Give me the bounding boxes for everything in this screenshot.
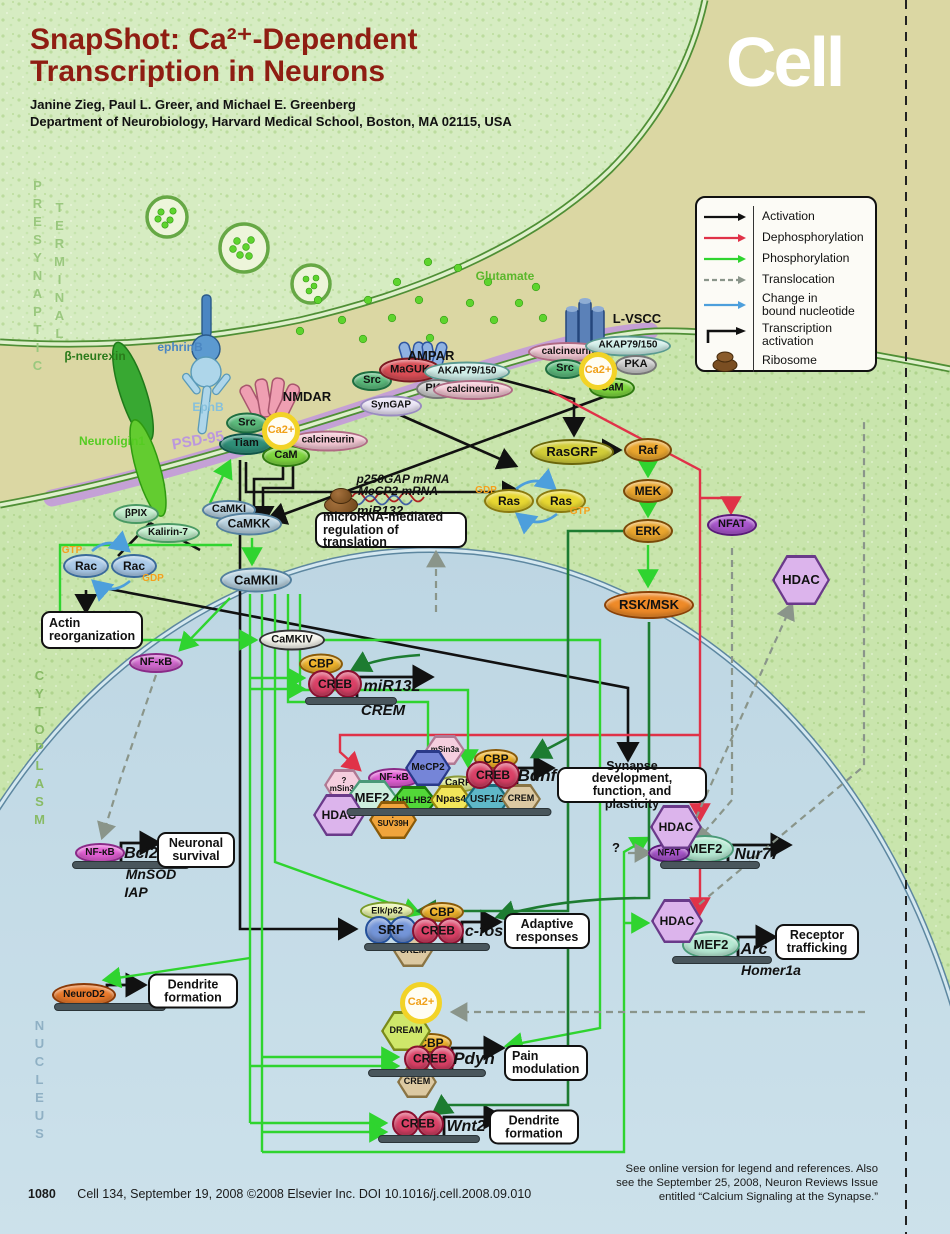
legend-label: Ribosome — [753, 350, 817, 372]
synaptic-vesicles — [145, 195, 332, 305]
transcription-arrows — [105, 664, 793, 1140]
nucleotide-arrow-icon — [697, 299, 753, 311]
footer-note: See online version for legend and refere… — [616, 1163, 878, 1204]
dephosphorylation-arrows — [338, 388, 742, 917]
phosphorylation-arrow-icon — [697, 253, 753, 265]
presynaptic-membrane-inner — [0, 0, 707, 346]
dephosphorylation-arrow-icon — [697, 232, 753, 244]
transcription-arrow-icon — [697, 325, 753, 345]
legend-label: Translocation — [753, 269, 835, 290]
citation-text: Cell 134, September 19, 2008 ©2008 Elsev… — [77, 1187, 532, 1201]
activation-arrows — [74, 375, 640, 941]
legend-row-translocation: Translocation — [697, 269, 875, 290]
legend-row-ribosome: Ribosome — [697, 350, 875, 372]
compartment-label-terminal: TERMINAL — [52, 200, 67, 344]
legend-label: Change in bound nucleotide — [753, 290, 855, 320]
compartment-label-cytoplasm: CYTOPLASM — [32, 668, 47, 830]
nucleotide-change-arrows — [91, 468, 558, 602]
activation-arrow-icon — [697, 211, 753, 223]
translocation-arrow-icon — [697, 274, 753, 286]
legend-label: Dephosphorylation — [753, 227, 864, 248]
page-number: 1080 — [28, 1187, 56, 1201]
legend-box: Activation Dephosphorylation Phosphoryla… — [695, 196, 877, 372]
phosphorylation-arrows — [58, 458, 659, 1154]
journal-logo: Cell — [726, 23, 845, 101]
mrna-squiggle — [351, 491, 425, 506]
compartment-label-presynaptic: PRESYNAPTIC — [30, 178, 45, 376]
affiliation: Department of Neurobiology, Harvard Medi… — [30, 114, 512, 130]
legend-label: Activation — [753, 206, 815, 227]
legend-row-dephosphorylation: Dephosphorylation — [697, 227, 875, 248]
page-title: SnapShot: Ca²⁺-Dependent Transcription i… — [30, 23, 418, 89]
legend-row-activation: Activation — [697, 206, 875, 227]
title-block: SnapShot: Ca²⁺-Dependent Transcription i… — [30, 23, 512, 130]
nmdar-receptor — [239, 377, 301, 422]
legend-row-nucleotide: Change in bound nucleotide — [697, 290, 875, 320]
ephrinb-ephb-receptors — [182, 294, 231, 435]
authors: Janine Zieg, Paul L. Greer, and Michael … — [30, 97, 356, 113]
legend-row-transcription: Transcription activation — [697, 320, 875, 350]
presynaptic-terminal-region — [0, 0, 705, 345]
ribosome-icon — [697, 350, 753, 372]
legend-label: Phosphorylation — [753, 248, 849, 269]
legend-label: Transcription activation — [753, 320, 832, 350]
glutamate-dots — [295, 257, 548, 344]
legend-row-phosphorylation: Phosphorylation — [697, 248, 875, 269]
footer-citation: 1080 Cell 134, September 19, 2008 ©2008 … — [28, 1187, 531, 1201]
phosphorylation-dark-arrows — [349, 529, 651, 1116]
compartment-label-nucleus: NUCLEUS — [32, 1018, 47, 1144]
neuroligin1-shape — [129, 419, 167, 517]
